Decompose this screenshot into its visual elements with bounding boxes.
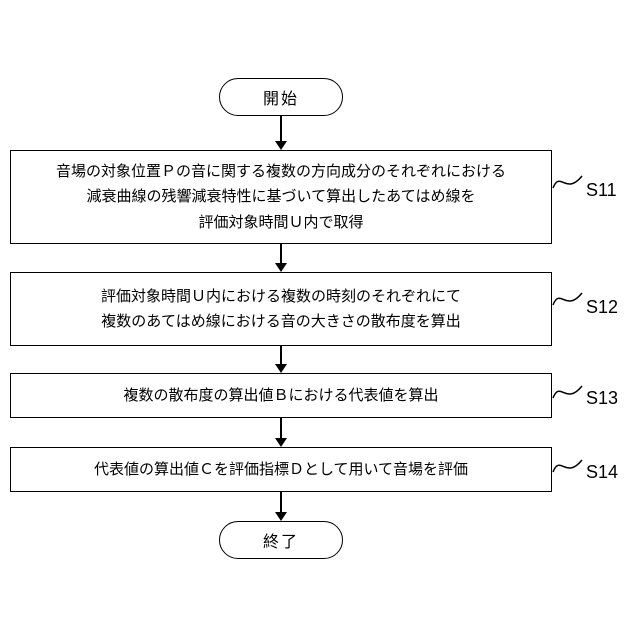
step-text-line: 評価対象時間Ｕ内における複数の時刻のそれぞれにて <box>100 287 461 305</box>
end-label: 終了 <box>262 534 299 551</box>
step-label-s14: S14 <box>586 462 619 482</box>
reference-connector-icon <box>552 459 583 473</box>
process-step-s14: 代表値の算出値Ｃを評価指標Ｄとして用いて音場を評価 <box>10 447 552 492</box>
arrow-down-icon <box>275 418 287 447</box>
arrow-down-icon <box>275 492 287 521</box>
reference-connector-icon <box>552 385 583 399</box>
arrow-down-icon <box>275 116 287 150</box>
step-text-line: 評価対象時間Ｕ内で取得 <box>198 213 364 231</box>
end-terminal: 終了 <box>219 521 343 559</box>
step-text-line: 音場の対象位置Ｐの音に関する複数の方向成分のそれぞれにおける <box>55 162 506 180</box>
reference-connector-icon <box>552 175 583 189</box>
step-text-line: 減衰曲線の残響減衰特性に基づいて算出したあてはめ線を <box>86 188 476 206</box>
arrow-down-icon <box>275 244 287 272</box>
arrow-down-icon <box>275 346 287 373</box>
step-label-s13: S13 <box>586 388 619 408</box>
step-text-line: 複数のあてはめ線における音の大きさの散布度を算出 <box>101 313 461 330</box>
start-label: 開始 <box>262 91 299 108</box>
step-label-s11: S11 <box>586 180 617 200</box>
step-text-line: 代表値の算出値Ｃを評価指標Ｄとして用いて音場を評価 <box>93 460 469 478</box>
start-terminal: 開始 <box>219 78 343 116</box>
step-text-line: 複数の散布度の算出値Ｂにおける代表値を算出 <box>123 386 439 404</box>
process-step-s13: 複数の散布度の算出値Ｂにおける代表値を算出 <box>10 373 552 418</box>
step-label-s12: S12 <box>586 297 619 317</box>
process-step-s12: 評価対象時間Ｕ内における複数の時刻のそれぞれにて 複数のあてはめ線における音の大… <box>10 272 552 346</box>
reference-connector-icon <box>552 292 583 306</box>
process-step-s11: 音場の対象位置Ｐの音に関する複数の方向成分のそれぞれにおける 減衰曲線の残響減衰… <box>10 150 552 244</box>
